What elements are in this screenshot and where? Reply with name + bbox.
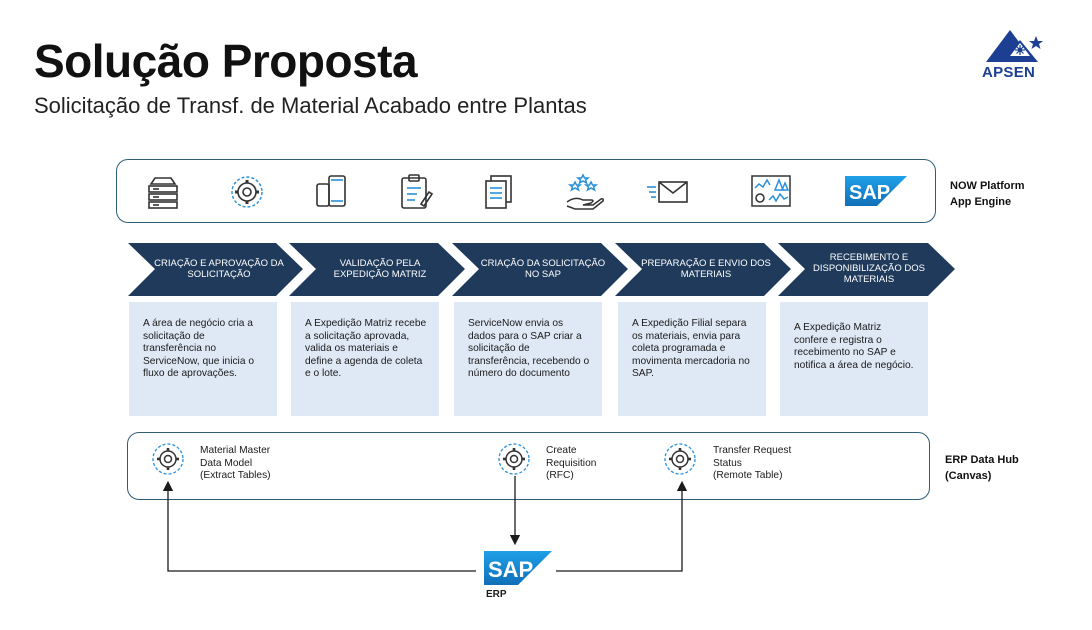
erp-label: ERP (486, 589, 507, 600)
page-subtitle: Solicitação de Transf. de Material Acaba… (34, 93, 587, 118)
step-1-title: CRIAÇÃO E APROVAÇÃO DA SOLICITAÇÃO (154, 258, 284, 280)
dashboard-icon (751, 175, 791, 207)
step-3-title: CRIAÇÃO DA SOLICITAÇÃO NO SAP (480, 258, 606, 280)
chevron-step-2 (289, 243, 465, 296)
svg-text:SAP: SAP (849, 182, 890, 204)
gear-icon (152, 443, 184, 475)
chevron-step-1 (128, 243, 303, 296)
erp-data-hub-label: ERP Data Hub (Canvas) (945, 454, 1019, 482)
chevron-step-5 (778, 243, 955, 296)
hand-stars-icon (566, 173, 604, 210)
step-5-title: RECEBIMENTO E DISPONIBILIZAÇÃO DOS MATER… (813, 252, 925, 285)
apsen-logo-text: APSEN (982, 64, 1036, 81)
apsen-logo-icon (986, 30, 1043, 62)
step-4-description: A Expedição Filial separa os materiais, … (618, 302, 766, 416)
step-1-description: A área de negócio cria a solicitação de … (129, 302, 277, 416)
arrow-erp-to-material-master (162, 480, 476, 572)
page-title: Solução Proposta (34, 35, 418, 87)
mobile-devices-icon (316, 175, 346, 207)
now-platform-panel: SAP (116, 159, 936, 223)
gear-icon (231, 176, 263, 208)
step-2-title: VALIDAÇÃO PELA EXPEDIÇÃO MATRIZ (333, 258, 427, 280)
chevron-step-3 (452, 243, 628, 296)
now-platform-label: NOW Platform App Engine (950, 180, 1025, 208)
sap-erp-logo-icon: SAP (484, 551, 552, 585)
arrow-erp-to-transfer-status (556, 480, 688, 572)
chevron-step-4 (615, 243, 791, 296)
fast-mail-icon (647, 181, 688, 203)
step-4-title: PREPARAÇÃO E ENVIO DOS MATERIAIS (641, 258, 771, 280)
server-stack-icon (148, 177, 178, 209)
clipboard-checklist-icon (401, 174, 434, 209)
step-5-description: A Expedição Matriz confere e registra o … (780, 302, 928, 416)
sap-logo-icon: SAP (845, 176, 907, 206)
svg-text:SAP: SAP (488, 557, 533, 582)
gear-icon (498, 443, 530, 475)
step-3-description: ServiceNow envia os dados para o SAP cri… (454, 302, 602, 416)
gear-icon (664, 443, 696, 475)
step-2-description: A Expedição Matriz recebe a solicitação … (291, 302, 439, 416)
erp-data-hub-panel (127, 432, 930, 500)
documents-icon (485, 175, 512, 209)
